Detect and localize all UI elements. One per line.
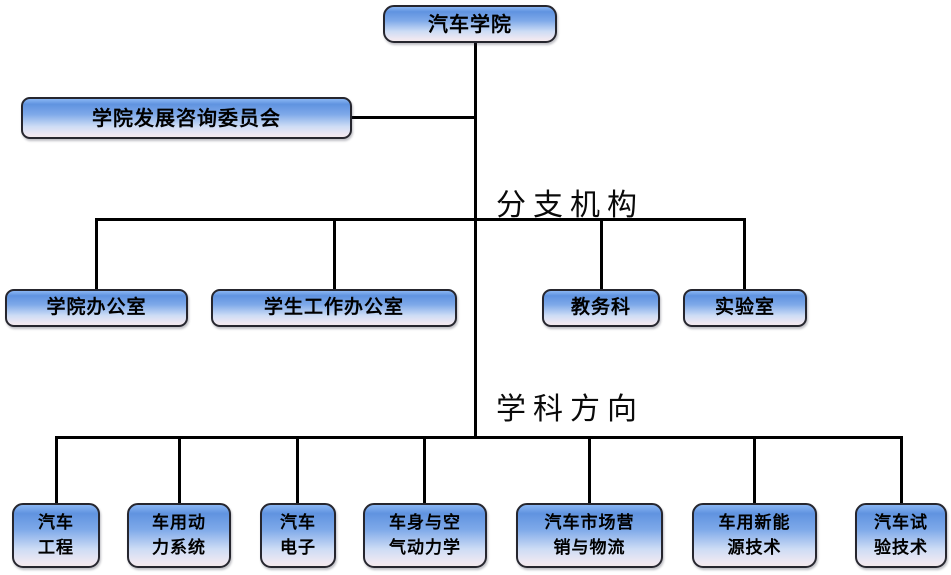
connector-discipline-drop-6 — [753, 436, 756, 503]
connector-branch-drop-1 — [95, 218, 98, 289]
org-box-committee: 学院发展咨询委员会 — [21, 97, 352, 139]
org-box-body-aerodynamics: 车身与空 气动力学 — [363, 503, 487, 568]
section-title-branches: 分支机构 — [496, 188, 644, 223]
org-box-automotive-engineering: 汽车 工程 — [12, 503, 100, 568]
connector-discipline-drop-4 — [423, 436, 426, 503]
org-box-student-work-office: 学生工作办公室 — [211, 289, 457, 327]
connector-discipline-drop-2 — [178, 436, 181, 503]
connector-branch-drop-3 — [600, 218, 603, 289]
connector-branch-drop-2 — [333, 218, 336, 289]
section-title-disciplines: 学科方向 — [496, 392, 644, 427]
connector-branch-drop-4 — [743, 218, 746, 289]
org-box-college-office: 学院办公室 — [5, 289, 188, 327]
org-box-automotive-electronics: 汽车 电子 — [260, 503, 336, 568]
org-box-test-technology: 汽车试 验技术 — [855, 503, 947, 568]
connector-discipline-drop-1 — [55, 436, 58, 503]
connector-discipline-drop-3 — [296, 436, 299, 503]
org-box-academic-affairs: 教务科 — [542, 289, 660, 327]
org-box-root: 汽车学院 — [383, 5, 557, 43]
connector-disciplines-horizontal — [55, 436, 903, 439]
org-box-vehicle-power-systems: 车用动 力系统 — [127, 503, 231, 568]
org-box-marketing-logistics: 汽车市场营 销与物流 — [516, 503, 663, 568]
connector-discipline-drop-7 — [900, 436, 903, 503]
connector-discipline-drop-5 — [588, 436, 591, 503]
connector-branches-horizontal — [95, 218, 746, 221]
org-box-laboratory: 实验室 — [683, 289, 807, 327]
connector-root-vertical — [474, 42, 477, 439]
connector-committee-horizontal — [352, 116, 476, 119]
org-box-new-energy-technology: 车用新能 源技术 — [692, 503, 817, 568]
